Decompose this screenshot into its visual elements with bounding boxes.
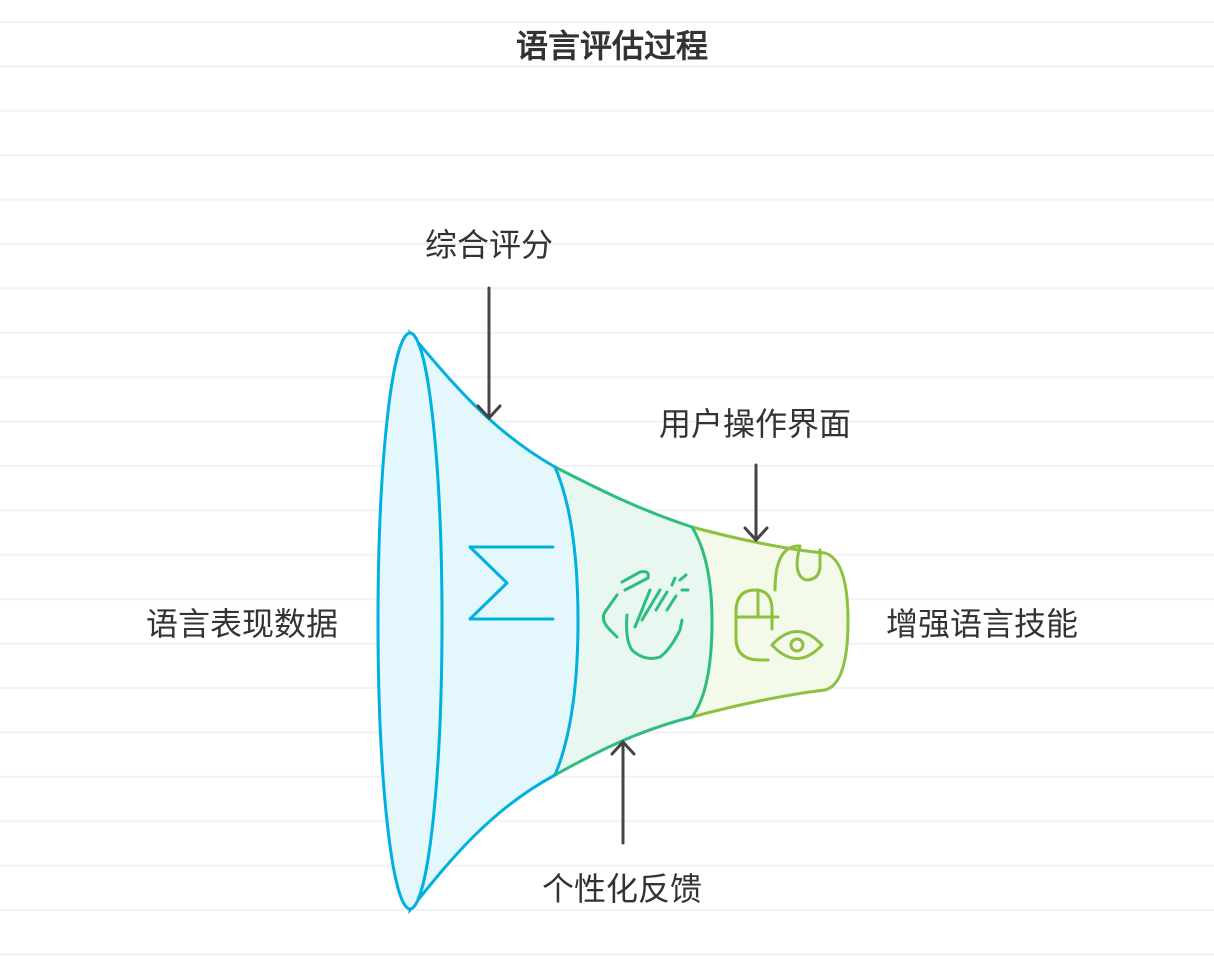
funnel-segment-3 [690, 525, 850, 719]
stage-label-ui: 用户操作界面 [658, 405, 852, 443]
arrow-ui [743, 463, 769, 543]
output-label: 增强语言技能 [885, 605, 1079, 643]
stage-label-score: 综合评分 [424, 226, 554, 264]
arrows [476, 286, 769, 845]
mouse-eye-icon [734, 544, 824, 662]
funnel-segment-2 [553, 464, 714, 778]
background-lines [0, 21, 1214, 956]
funnel-mouth [376, 331, 444, 911]
arrow-score [476, 286, 502, 421]
diagram-title: 语言评估过程 [515, 27, 709, 65]
sigma-icon [468, 545, 555, 621]
arrow-feedback [610, 739, 636, 845]
stage-label-feedback: 个性化反馈 [541, 870, 703, 908]
clapping-hands-icon [601, 570, 690, 660]
funnel-segment-1 [408, 328, 580, 915]
input-label: 语言表现数据 [145, 605, 339, 643]
